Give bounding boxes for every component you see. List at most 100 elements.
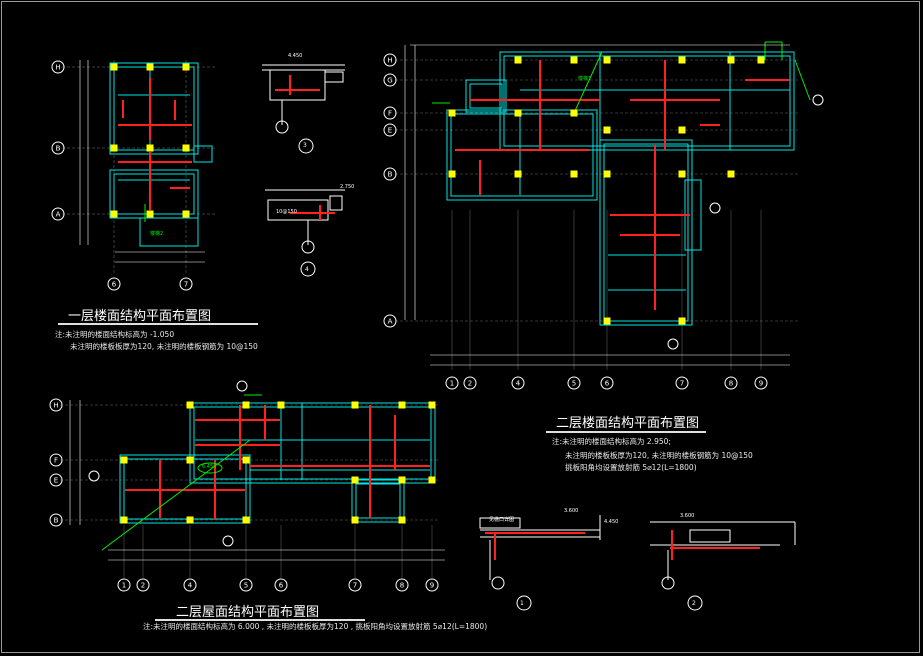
plan3-axis-bubble-6-text: 6 [279,582,284,590]
plan2-axis-bubble-F [383,106,397,120]
plan2-axis-bubble-7-text: 7 [680,380,684,388]
plan3-wall-right-bottom [351,479,405,523]
plan2-wall-left-top [465,79,507,113]
plan2-wall-middle [599,139,693,326]
plan2-column-3 [678,56,686,64]
plan2-axis-bubble-H [383,53,397,67]
plan2-axis-bubble-2 [463,376,477,390]
plan2-axis-bubble-E [383,123,397,137]
plan1-column-2 [182,63,190,71]
plan2-axis-bubble-2-text: 2 [468,380,472,388]
plan1-note-1: 注:未注明的楼面结构标高为 -1.050 [55,330,175,339]
detail1-elevation-2: 4.450 [604,519,619,525]
plan2-section-mark-2 [667,338,679,350]
plan3-axis-bubble-4-text: 4 [188,582,193,590]
plan2-column-17 [603,317,611,325]
plan2-section-mark-3 [812,94,824,106]
plan3-axis-bubble-9 [425,578,439,592]
plan3-axis-bubble-H-text: H [53,402,58,410]
plan1-axis-bubble-H-text: H [55,64,60,72]
plan1-title-underline [58,323,258,325]
detail1-box [479,517,521,529]
plan2-axis-bubble-A [383,314,397,328]
plan2-wall-left-inner [450,113,594,197]
plan3-column-4 [398,401,406,409]
plan3-axis-bubble-B-text: B [54,517,59,525]
plan1-axis-bubble-6-text: 6 [112,281,117,289]
detail3-section-circle [275,120,289,134]
plan3-axis-bubble-2 [136,578,150,592]
plan3-green-diagonal [101,439,251,551]
plan3-axis-bubble-F-text: F [54,457,58,465]
plan2-section-mark-1 [709,202,721,214]
plan2-column-7 [514,109,522,117]
detail4-section-circle [301,240,315,254]
plan1-wall-bump [193,145,213,163]
plan1-column-0 [110,63,118,71]
plan1-column-4 [146,144,154,152]
detail2-label: 2 [692,600,696,607]
plan2-column-16 [727,170,735,178]
detail2-elevation: 3.600 [680,513,695,519]
plan2-axis-bubble-1-text: 1 [450,380,454,388]
plan3-wall-top [189,402,436,484]
detail1-ref-circle [516,595,532,611]
plan2-wall-left [446,109,598,201]
plan2-axis-bubble-F-text: F [388,110,392,118]
plan2-axis-bubble-8 [724,376,738,390]
plan2-title: 二层楼面结构平面布置图 [556,416,700,431]
plan3-column-10 [398,476,406,484]
plan3-axis-bubble-1-text: 1 [122,582,126,590]
plan3-axis-bubble-5-text: 5 [244,582,248,590]
plan3-column-13 [186,516,194,524]
plan3-tag-ellipse [197,462,223,474]
plan3-wall-top-inner [193,406,432,480]
plan2-wall-middle-inner [603,143,689,322]
plan2-column-9 [603,126,611,134]
plan3-axis-bubble-7-text: 7 [353,582,357,590]
plan3-axis-bubble-6 [274,578,288,592]
plan2-column-15 [678,170,686,178]
plan2-axis-bubble-9 [754,376,768,390]
plan2-note-1: 注:未注明的楼面结构标高为 2.950; [552,437,671,446]
plan2-axis-bubble-4 [511,376,525,390]
plan3-wall-left-inner [123,458,247,520]
detail3-tag [324,71,344,83]
plan2-column-4 [727,56,735,64]
plan3-title-underline [155,619,365,621]
plan1-wall-upper-inner [113,66,195,151]
plan3-column-16 [398,516,406,524]
plan3-column-7 [186,456,194,464]
plan2-axis-bubble-5-text: 5 [572,380,576,388]
plan3-axis-bubble-8 [395,578,409,592]
plan2-green-4 [794,59,811,101]
plan1-axis-bubble-B [51,141,65,155]
detail3-ref-circle [298,138,314,154]
plan1-column-5 [182,144,190,152]
plan3-column-12 [120,516,128,524]
plan2-column-10 [678,126,686,134]
detail2-ref-circle [687,595,703,611]
plan3-column-9 [351,476,359,484]
plan2-axis-bubble-8-text: 8 [729,380,733,388]
plan2-axis-bubble-G [383,73,397,87]
plan1-note-2: 未注明的楼板板厚为120, 未注明的楼板钢筋为 10@150 [70,342,258,351]
plan3-axis-bubble-E [49,473,63,487]
plan2-column-0 [514,56,522,64]
plan3-axis-bubble-H [49,398,63,412]
plan3-axis-bubble-B [49,513,63,527]
plan2-column-8 [570,109,578,117]
plan2-column-5 [757,56,765,64]
plan2-axis-bubble-7 [675,376,689,390]
plan2-axis-bubble-H-text: H [387,57,392,65]
plan3-axis-bubble-9-text: 9 [430,582,434,590]
plan2-wall-left-top-inner [469,83,503,109]
plan1-column-8 [182,210,190,218]
plan1-column-3 [110,144,118,152]
plan2-title-underline [546,431,706,433]
detail1-label: 1 [520,600,524,607]
plan2-stair-diagonal [573,51,603,114]
